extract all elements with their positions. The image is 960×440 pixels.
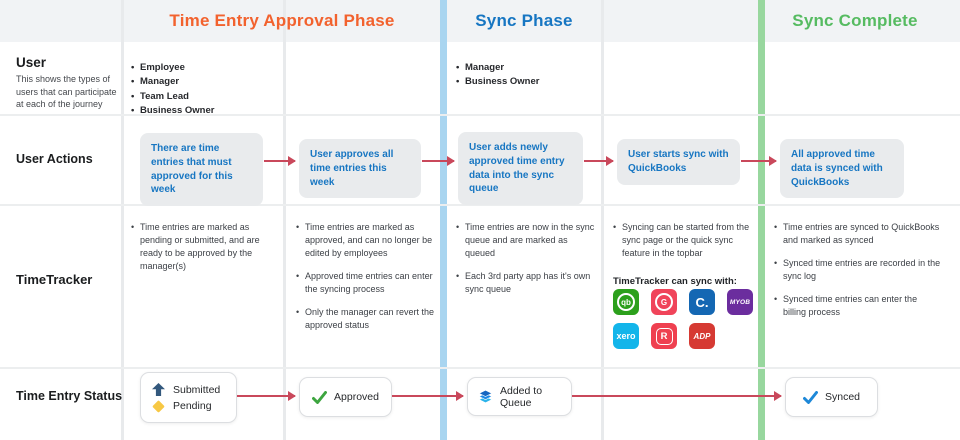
action-step-box: There are time entries that must approve… <box>140 133 263 207</box>
status-box-approved: Approved <box>299 377 392 417</box>
column-divider <box>601 0 604 440</box>
row-label-time-entry-status: Time Entry Status <box>16 389 123 403</box>
flow-arrow <box>741 156 777 166</box>
note: Time entries are now in the sync queue a… <box>456 221 598 260</box>
status-label: Synced <box>824 391 861 403</box>
timetracker-notes-pending: Time entries are marked as pending or su… <box>131 221 274 283</box>
user-type: Business Owner <box>131 105 271 117</box>
row-label-user-description: This shows the types of users that can p… <box>16 74 117 110</box>
xero-logo-icon: xero <box>613 323 639 349</box>
status-pending: Pending <box>151 399 226 413</box>
status-box-synced: Synced <box>785 377 878 417</box>
status-box-submitted-pending: Submitted Pending <box>140 372 237 423</box>
action-step-box: User approves all time entries this week <box>299 139 421 199</box>
quickbooks-glyph: qb <box>617 293 635 311</box>
column-divider <box>283 0 286 440</box>
timetracker-notes-start-sync: Syncing can be started from the sync pag… <box>613 221 755 270</box>
status-label: Submitted <box>173 383 221 396</box>
timetracker-notes-complete: Time entries are synced to QuickBooks an… <box>774 221 942 329</box>
timetracker-notes-approved: Time entries are marked as approved, and… <box>296 221 438 342</box>
approved-check-icon <box>312 390 328 404</box>
sync-complete-divider-line <box>758 0 765 440</box>
note: Time entries are synced to QuickBooks an… <box>774 221 942 247</box>
flow-arrow <box>422 156 455 166</box>
status-queued: Added to Queue <box>478 385 561 409</box>
myob-glyph: MYOB <box>729 298 751 306</box>
phase-header-band <box>0 0 960 42</box>
note: Each 3rd party app has it's own sync que… <box>456 270 598 296</box>
gusto-glyph: G <box>655 293 673 311</box>
status-label: Added to Queue <box>500 384 543 409</box>
gusto-logo-icon: G <box>651 289 677 315</box>
status-approved: Approved <box>310 390 381 404</box>
flow-arrow <box>392 391 464 401</box>
user-types-sync-phase: Manager Business Owner <box>456 62 596 91</box>
note: Synced time entries can enter the billin… <box>774 293 942 319</box>
note: Approved time entries can enter the sync… <box>296 270 438 296</box>
status-label: Approved <box>334 391 379 403</box>
quickbooks-logo-icon: qb <box>613 289 639 315</box>
sync-phase-divider-line <box>440 0 447 440</box>
status-label: Pending <box>173 400 212 412</box>
user-type: Manager <box>456 62 596 74</box>
user-type: Employee <box>131 62 271 74</box>
adp-glyph: ADP <box>693 331 711 341</box>
flow-arrow <box>572 391 782 401</box>
status-box-added-to-queue: Added to Queue <box>467 377 572 416</box>
adp-logo-icon: ADP <box>689 323 715 349</box>
column-divider <box>121 0 124 440</box>
submitted-up-arrow-icon <box>151 383 166 396</box>
flow-arrow <box>264 156 296 166</box>
status-submitted: Submitted <box>151 383 226 396</box>
pending-diamond-icon <box>151 399 166 413</box>
r-app-glyph: R <box>655 327 673 345</box>
action-step-box: User starts sync with QuickBooks <box>617 139 740 185</box>
action-step-box: User adds newly approved time entry data… <box>458 132 583 206</box>
flow-arrow <box>584 156 614 166</box>
myob-logo-icon: MYOB <box>727 289 753 315</box>
note: Only the manager can revert the approved… <box>296 306 438 332</box>
action-step-box: All approved time data is synced with Qu… <box>780 139 904 199</box>
row-divider <box>0 114 960 116</box>
note: Time entries are marked as approved, and… <box>296 221 438 260</box>
row-label-user: User <box>16 55 47 70</box>
note: Time entries are marked as pending or su… <box>131 221 274 273</box>
c-app-logo-icon: C. <box>689 289 715 315</box>
user-types-approval-phase: Employee Manager Team Lead Business Owne… <box>131 62 271 120</box>
status-synced: Synced <box>796 390 867 404</box>
phase-title-sync: Sync Phase <box>475 11 573 30</box>
timetracker-notes-queue: Time entries are now in the sync queue a… <box>456 221 598 306</box>
note: Synced time entries are recorded in the … <box>774 257 942 283</box>
user-type: Team Lead <box>131 91 271 103</box>
phase-title-sync-complete: Sync Complete <box>792 11 918 30</box>
xero-glyph: xero <box>616 331 636 341</box>
sync-with-label: TimeTracker can sync with: <box>613 276 737 287</box>
user-type: Business Owner <box>456 76 596 88</box>
user-type: Manager <box>131 76 271 88</box>
row-divider <box>0 367 960 369</box>
row-label-user-actions: User Actions <box>16 152 93 166</box>
queue-layers-icon <box>478 389 493 404</box>
phase-title-approval: Time Entry Approval Phase <box>169 11 395 30</box>
r-app-logo-icon: R <box>651 323 677 349</box>
row-label-timetracker: TimeTracker <box>16 272 93 287</box>
c-app-glyph: C. <box>695 294 709 310</box>
flow-arrow <box>237 391 296 401</box>
note: Syncing can be started from the sync pag… <box>613 221 755 260</box>
synced-check-icon <box>802 390 818 404</box>
